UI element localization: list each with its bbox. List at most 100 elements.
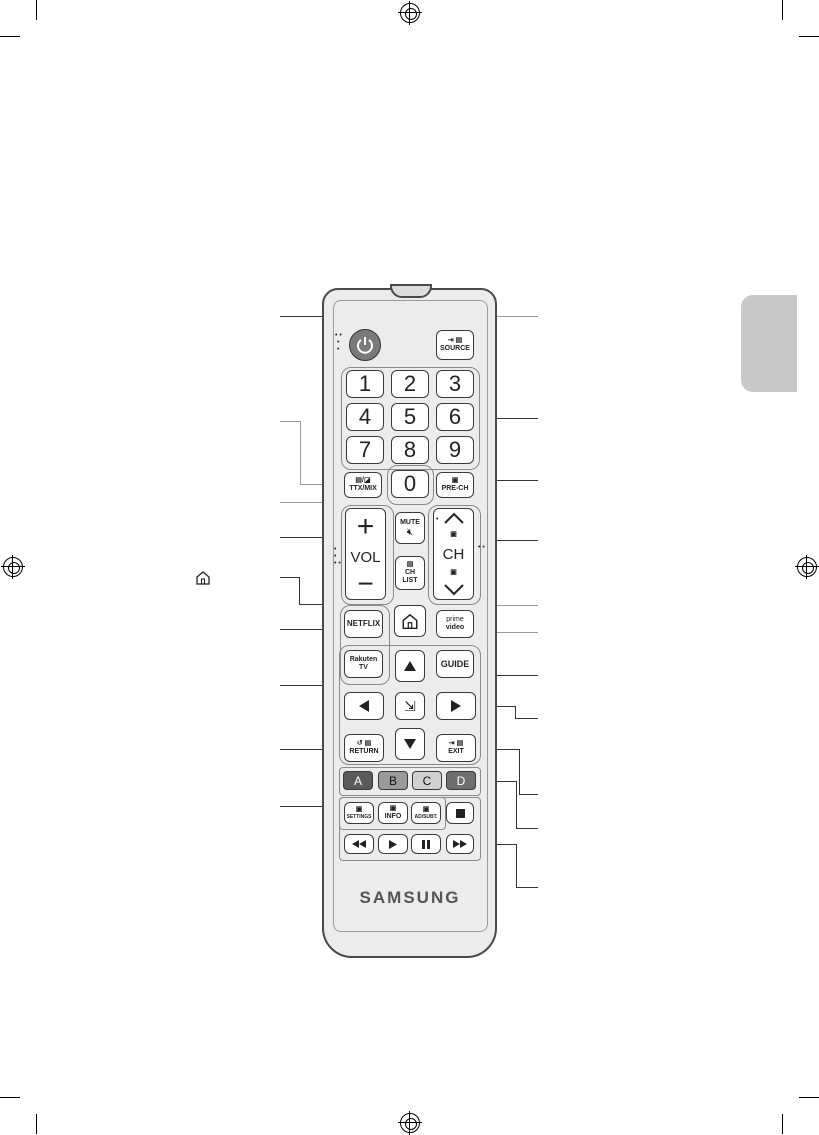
color-a-button[interactable]: A xyxy=(343,771,373,790)
settings-button[interactable]: ▣ SETTINGS xyxy=(344,802,374,824)
callout-line xyxy=(280,577,300,578)
digit-6-button[interactable]: 6 xyxy=(436,403,474,431)
language-tab xyxy=(741,295,797,392)
ch-label: CH xyxy=(442,545,465,563)
registration-mark xyxy=(398,1111,422,1135)
ad-subt-icon: ▣ xyxy=(422,806,430,813)
digit-2-button[interactable]: 2 xyxy=(391,370,429,398)
vol-group xyxy=(341,505,394,605)
netflix-label: NETFLIX xyxy=(346,619,381,628)
pause-button[interactable] xyxy=(411,834,441,854)
color-b-button[interactable]: B xyxy=(378,771,408,790)
callout-line xyxy=(280,421,300,422)
mic-dots: • • • • xyxy=(335,332,342,353)
digit-8-button[interactable]: 8 xyxy=(391,436,429,464)
pre-ch-button[interactable]: ▣ PRE-CH xyxy=(436,472,474,498)
prime-label-b: video xyxy=(445,624,465,631)
media-buttons-group xyxy=(339,797,481,861)
rakuten-tv-button[interactable]: Rakuten TV xyxy=(344,650,383,678)
ch-dots: • xyxy=(436,516,439,523)
vol-up-label: + xyxy=(356,510,375,543)
vol-dots: ••• • xyxy=(334,546,341,567)
ch-up-icon: ▣ xyxy=(450,531,457,539)
info-button[interactable]: ▣ INFO xyxy=(378,802,408,824)
colour-buttons-group xyxy=(339,767,481,796)
power-button[interactable] xyxy=(349,329,381,361)
guide-button[interactable]: GUIDE xyxy=(436,650,474,678)
ch-rocker[interactable]: ▣ CH ▣ xyxy=(433,508,474,600)
guide-label: GUIDE xyxy=(440,659,470,669)
callout-line xyxy=(474,480,538,481)
callout-line xyxy=(515,718,538,719)
down-button[interactable] xyxy=(395,728,425,760)
netflix-button[interactable]: NETFLIX xyxy=(344,610,383,638)
digit-4-button[interactable]: 4 xyxy=(346,403,384,431)
callout-line xyxy=(299,577,300,604)
digit-1-button[interactable]: 1 xyxy=(346,370,384,398)
digit-9-button[interactable]: 9 xyxy=(436,436,474,464)
callout-line xyxy=(475,749,519,750)
play-icon xyxy=(389,839,397,849)
color-d-button[interactable]: D xyxy=(446,771,476,790)
ch-down-icon: ▣ xyxy=(450,568,457,576)
left-button[interactable] xyxy=(344,692,384,720)
ad-subt-label: AD/SUBT. xyxy=(414,814,438,820)
chevron-down-icon xyxy=(443,584,464,596)
ch-list-label-a: CH xyxy=(404,569,416,576)
enter-button[interactable]: ⇲ xyxy=(395,692,425,720)
right-button[interactable] xyxy=(436,692,476,720)
ir-window xyxy=(390,284,432,298)
stop-button[interactable] xyxy=(446,802,474,824)
chevron-up-icon xyxy=(443,512,464,524)
vol-rocker[interactable]: + VOL − xyxy=(345,508,386,600)
color-c-button[interactable]: C xyxy=(412,771,442,790)
crop-mark xyxy=(0,36,20,37)
mute-button[interactable]: MUTE 🔇︎ xyxy=(395,512,425,544)
number-pad xyxy=(341,367,480,470)
ch-dots: • • xyxy=(478,544,485,551)
remote-panel xyxy=(333,300,488,932)
rakuten-label-b: TV xyxy=(359,664,368,671)
fast-forward-button[interactable] xyxy=(446,834,474,854)
prime-label-a: prime xyxy=(446,616,464,623)
vol-label: VOL xyxy=(350,548,381,566)
callout-line xyxy=(477,418,538,419)
home-button[interactable] xyxy=(394,605,426,637)
pre-ch-label: PRE-CH xyxy=(441,485,469,492)
play-button[interactable] xyxy=(378,834,408,854)
power-icon xyxy=(357,337,373,354)
callout-line xyxy=(280,806,344,807)
digit-3-button[interactable]: 3 xyxy=(436,370,474,398)
home-icon xyxy=(196,571,210,585)
callout-line xyxy=(516,828,538,829)
ch-list-icon: ▤ xyxy=(406,561,414,568)
pause-icon xyxy=(422,839,430,849)
prime-video-button[interactable]: prime video xyxy=(436,610,474,638)
return-button[interactable]: ↺ ▤ RETURN xyxy=(344,734,384,762)
return-icon: ↺ ▤ xyxy=(356,740,372,747)
crop-mark xyxy=(36,0,37,20)
arrow-left-icon xyxy=(359,700,369,712)
up-button[interactable] xyxy=(395,650,425,682)
registration-mark xyxy=(398,1,422,25)
ch-group xyxy=(428,505,481,605)
callout-line xyxy=(280,537,345,538)
stop-icon xyxy=(455,808,465,818)
digit-5-button[interactable]: 5 xyxy=(391,403,429,431)
ttx-mix-button[interactable]: ▤/◪ TTX/MIX xyxy=(344,472,382,498)
ch-list-button[interactable]: ▤ CH LIST xyxy=(395,556,425,590)
rewind-button[interactable] xyxy=(344,834,374,854)
callout-line xyxy=(519,749,520,794)
callout-line xyxy=(519,794,538,795)
source-button[interactable]: ⇥ ▤ SOURCE xyxy=(436,330,474,360)
registration-mark xyxy=(795,555,819,579)
ad-subt-button[interactable]: ▣ AD/SUBT. xyxy=(411,802,441,824)
digit-0-button[interactable]: 0 xyxy=(391,470,429,498)
exit-button[interactable]: ⇥ ▤ EXIT xyxy=(436,734,476,762)
dpad-group xyxy=(339,645,481,765)
crop-mark xyxy=(782,0,783,20)
digit-7-button[interactable]: 7 xyxy=(346,436,384,464)
callout-line xyxy=(516,844,517,887)
fast-forward-icon xyxy=(453,840,467,848)
info-icon: ▣ xyxy=(389,805,397,812)
